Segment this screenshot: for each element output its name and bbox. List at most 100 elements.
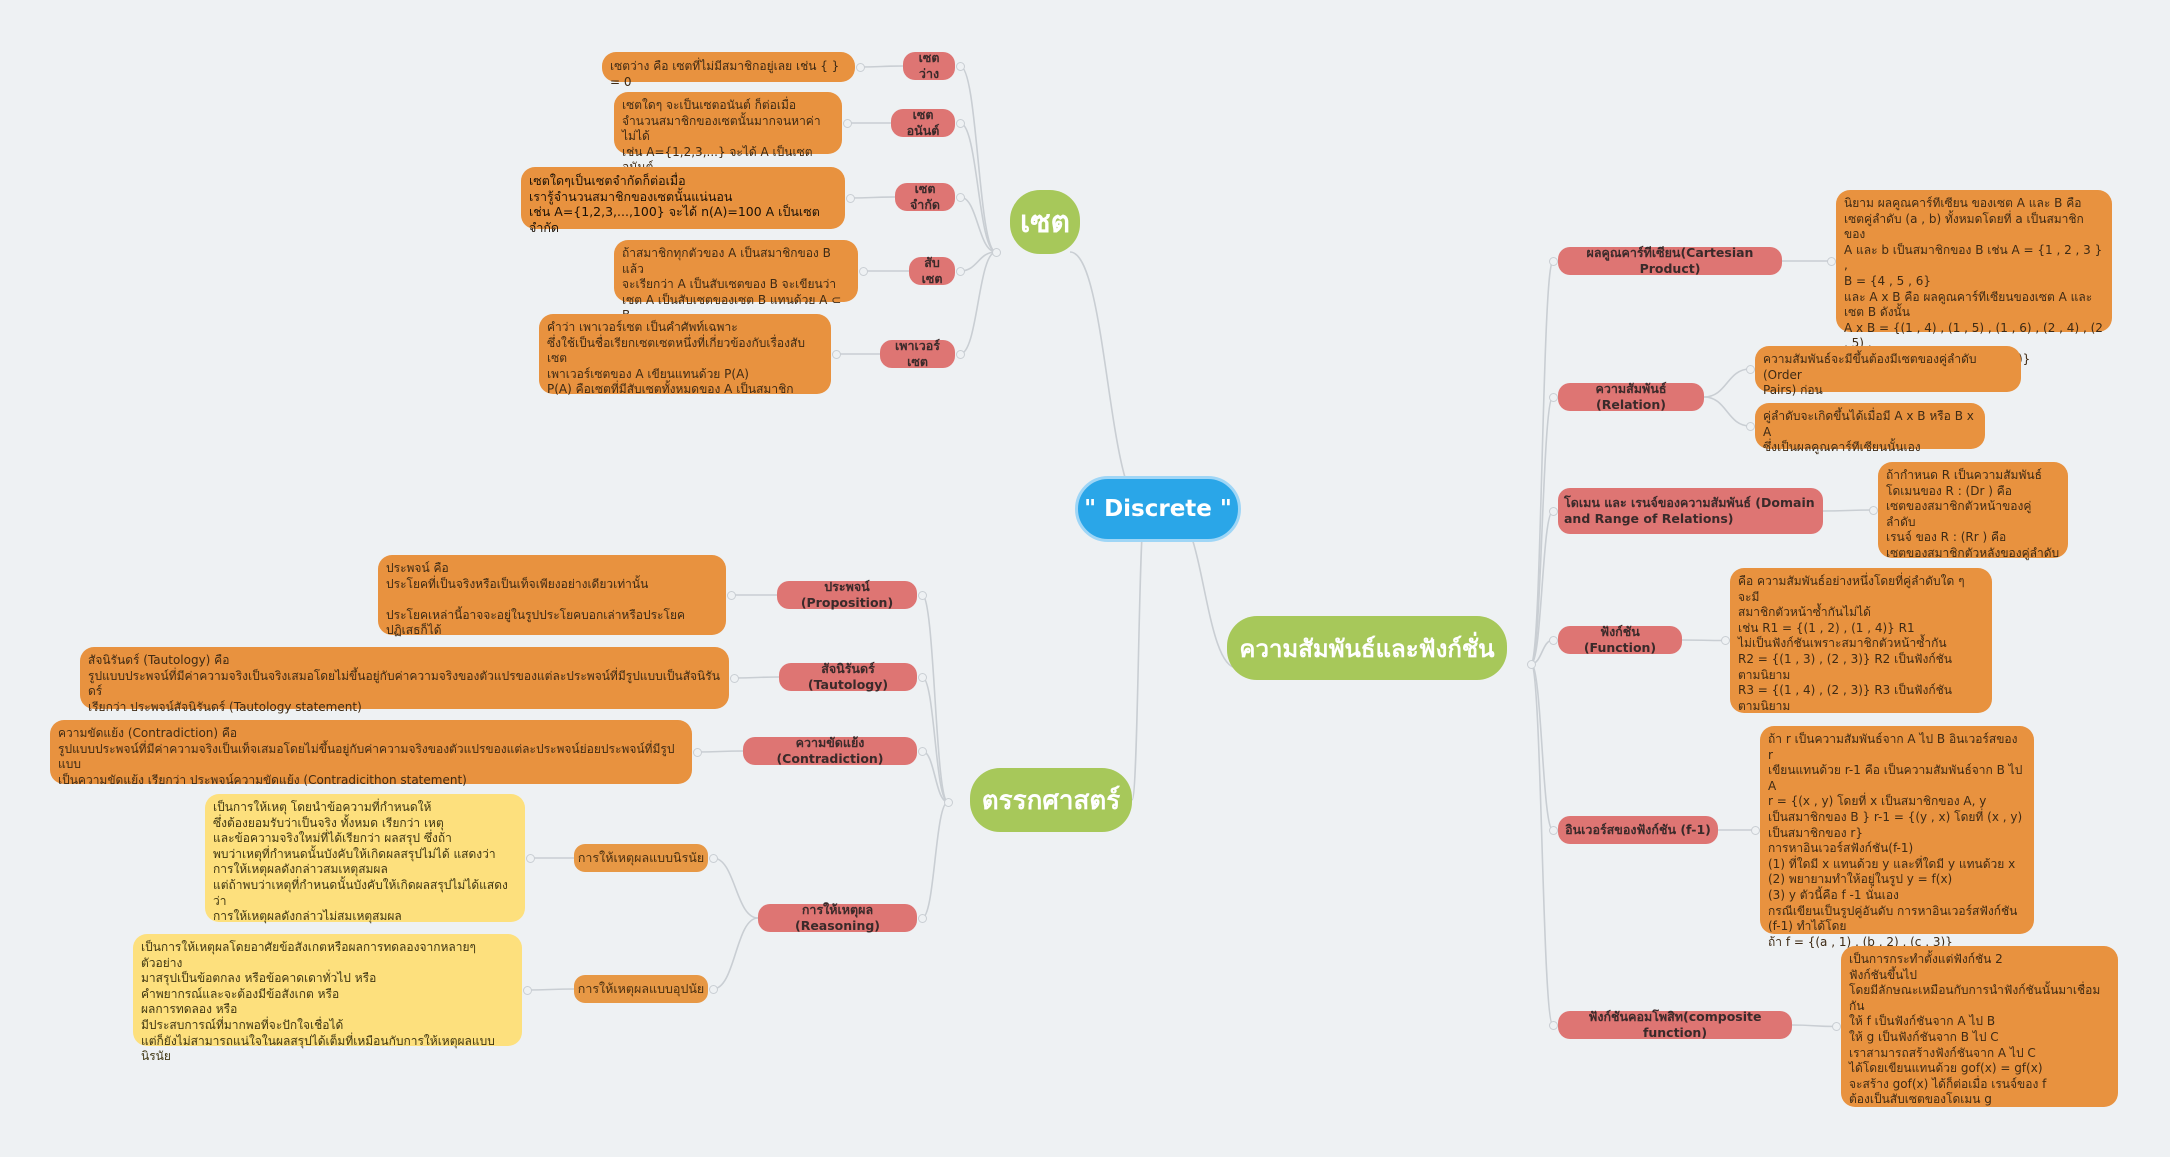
connector-dot [1868,505,1878,515]
connector-dot [917,913,927,923]
connector-dot [1745,421,1755,431]
sub-reasoning[interactable]: การให้เหตุผล (Reasoning) [758,902,917,933]
sub-contradiction[interactable]: ความขัดแย้ง (Contradiction) [743,735,917,766]
connector-line [921,676,949,803]
topic-sets[interactable]: เซต [1010,190,1080,254]
leaf-infinite-set[interactable]: เซตใดๆ จะเป็นเซตอนันต์ ก็ต่อเมื่อ จำนวนส… [614,92,842,174]
connector-line [1131,508,1146,801]
sub-tautology[interactable]: สัจนิรันดร์ (Tautology) [779,661,917,692]
connector-line [921,594,949,803]
sub-deductive-reasoning[interactable]: การให้เหตุผลแบบนิรนัย [574,844,708,872]
connector-dot [1548,635,1558,645]
sub-cartesian-product[interactable]: ผลคูณคาร์ทีเซียน(Cartesian Product) [1558,245,1782,276]
sub-domain-range[interactable]: โดเมน และ เรนจ์ของความสัมพันธ์ (Domain a… [1558,488,1823,534]
connector-dot [917,590,927,600]
connector-dot [943,797,953,807]
leaf-empty-set[interactable]: เซตว่าง คือ เซตที่ไม่มีสมาชิกอยู่เลย เช่… [602,52,855,89]
sub-inductive-reasoning[interactable]: การให้เหตุผลแบบอุปนัย [574,975,708,1003]
sub-proposition[interactable]: ประพจน์ (Proposition) [777,579,917,610]
connector-dot [1750,825,1760,835]
leaf-subset[interactable]: ถ้าสมาชิกทุกตัวของ A เป็นสมาชิกของ B แล้… [614,240,858,322]
connector-dot [955,349,965,359]
connector-dot [1826,256,1836,266]
leaf-inverse-function[interactable]: ถ้า r เป็นความสัมพันธ์จาก A ไป B อินเวอร… [1760,726,2034,949]
connector-line [1822,509,1874,512]
leaf-cartesian-product[interactable]: นิยาม ผลคูณคาร์ทีเซียน ของเซต A และ B คื… [1836,190,2112,366]
connector-dot [1548,256,1558,266]
connector-dot [955,61,965,71]
connector-line [1530,260,1554,665]
connector-line [1530,510,1554,665]
connector-dot [1548,392,1558,402]
connector-dot [1720,636,1730,645]
connector-dot [855,62,865,72]
sub-composite-function[interactable]: ฟังก์ชันคอมโพสิท(composite function) [1558,1009,1792,1040]
connector-dot [917,746,927,756]
connector-dot [1548,506,1558,516]
connector-line [526,988,575,991]
connector-line [959,196,997,253]
connector-line [1530,663,1554,831]
connector-dot [842,118,852,128]
connector-dot [955,118,965,128]
connector-dot [1745,364,1755,374]
sub-empty-set[interactable]: เซตว่าง [903,50,955,81]
connector-dot [1831,1022,1841,1031]
connector-dot [955,192,965,202]
leaf-finite-set[interactable]: เซตใดๆเป็นเซตจำกัดก็ต่อเมื่อ เรารู้จำนวน… [521,167,845,235]
leaf-power-set[interactable]: คำว่า เพาเวอร์เซต เป็นคำศัพท์เฉพาะ ซึ่งใ… [539,314,831,396]
leaf-deductive-reasoning[interactable]: เป็นการให้เหตุ โดยนำข้อความที่กำหนดให้ ซ… [205,794,525,923]
sub-inverse-function[interactable]: อินเวอร์สของฟังก์ชัน (f-1) [1558,816,1718,844]
leaf-tautology[interactable]: สัจนิรันดร์ (Tautology) คือ รูปแบบประพจน… [80,647,729,714]
connector-line [733,676,780,679]
connector-dot [955,266,965,276]
connector-dot [692,747,702,757]
connector-dot [726,590,736,600]
connector-line [921,801,949,919]
connector-line [959,251,997,355]
connector-line [712,857,759,919]
connector-dot [845,193,855,203]
connector-dot [708,853,718,863]
sub-infinite-set[interactable]: เซตอนันต์ [891,107,955,138]
sub-finite-set[interactable]: เซตจำกัด [895,181,955,212]
connector-line [849,196,896,199]
root-topic[interactable]: " Discrete " [1075,476,1241,542]
connector-dot [917,672,927,682]
connector-dot [991,247,1001,257]
connector-line [859,65,904,68]
connector-dot [522,985,532,995]
connector-dot [525,853,535,863]
connector-dot [1548,825,1558,835]
connector-dot [858,266,868,276]
topic-relations-functions[interactable]: ความสัมพันธ์และฟังก์ชั่น [1227,616,1507,680]
connector-dot [708,984,718,994]
connector-line [1791,1024,1837,1028]
sub-relation[interactable]: ความสัมพันธ์ (Relation) [1558,381,1704,412]
connector-dot [729,673,739,683]
leaf-domain-range[interactable]: ถ้ากำหนด R เป็นความสัมพันธ์ โดเมนของ R :… [1878,462,2068,560]
connector-line [1530,396,1554,665]
leaf-function[interactable]: คือ ความสัมพันธ์อย่างหนึ่งโดยที่คู่ลำดับ… [1730,568,1992,713]
connector-line [1703,396,1751,427]
connector-dot [1548,1020,1558,1030]
connector-line [1681,639,1726,642]
sub-power-set[interactable]: เพาเวอร์เซต [880,338,955,369]
leaf-relation-2[interactable]: คู่ลำดับจะเกิดขึ้นได้เมื่อมี A x B หรือ … [1755,403,1985,454]
connector-line [959,122,997,253]
leaf-inductive-reasoning[interactable]: เป็นการให้เหตุผลโดยอาศัยข้อสังเกตหรือผลก… [133,934,522,1063]
connector-line [959,65,997,253]
leaf-proposition[interactable]: ประพจน์ คือ ประโยคที่เป็นจริงหรือเป็นเท็… [378,555,726,637]
leaf-relation-1[interactable]: ความสัมพันธ์จะมีขึ้นต้องมีเซตของคู่ลำดับ… [1755,346,2021,397]
leaf-composite-function[interactable]: เป็นการกระทำตั้งแต่ฟังก์ชัน 2 ฟังก์ชันขึ… [1841,946,2118,1107]
connector-line [1069,251,1146,510]
connector-line [696,750,744,753]
sub-subset[interactable]: สับเซต [909,255,955,286]
sub-function[interactable]: ฟังก์ชัน (Function) [1558,624,1682,655]
connector-line [712,917,759,990]
leaf-contradiction[interactable]: ความขัดแย้ง (Contradiction) คือ รูปแบบปร… [50,720,692,787]
connector-dot [831,349,841,359]
topic-logic[interactable]: ตรรกศาสตร์ [970,768,1132,832]
connector-line [1703,368,1751,398]
